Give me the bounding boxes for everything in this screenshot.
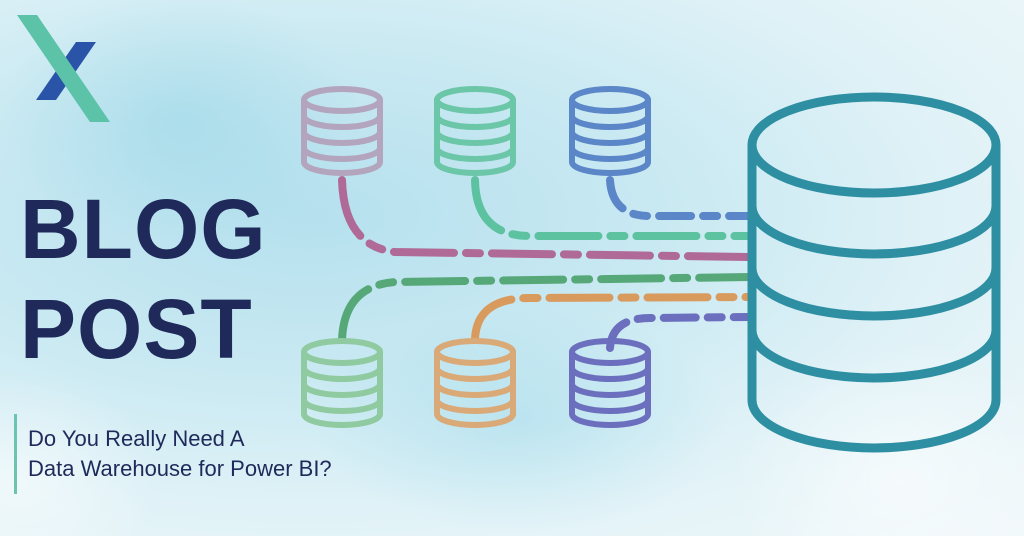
- subtitle: Do You Really Need A Data Warehouse for …: [28, 424, 332, 484]
- connection-line-green: [338, 273, 754, 344]
- connection-line-blue: [606, 176, 754, 220]
- x-logo-icon: [17, 15, 110, 122]
- headline-post: POST: [20, 282, 253, 376]
- subtitle-line-1: Do You Really Need A: [28, 426, 245, 451]
- database-icon-bottom-left: [304, 341, 380, 425]
- database-icon-bottom-right: [572, 341, 648, 425]
- database-icon-top-right: [572, 89, 648, 173]
- headline-blog: BLOG: [20, 182, 267, 276]
- database-icon-top-middle: [437, 89, 513, 173]
- subtitle-accent-bar: [14, 414, 17, 494]
- connection-line-orange: [471, 293, 754, 344]
- subtitle-line-2: Data Warehouse for Power BI?: [28, 456, 332, 481]
- connection-line-pink: [338, 176, 754, 261]
- connection-line-teal: [471, 176, 754, 240]
- data-warehouse-icon: [747, 92, 1001, 453]
- database-icon-top-left: [304, 89, 380, 173]
- database-icon-bottom-middle: [437, 341, 513, 425]
